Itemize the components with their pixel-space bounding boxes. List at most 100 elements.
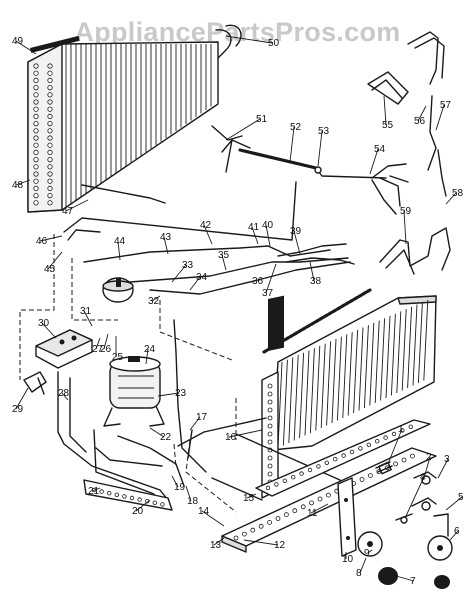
callout-21: 21 bbox=[88, 486, 100, 497]
callout-15: 15 bbox=[243, 493, 255, 504]
leader-line-39 bbox=[293, 230, 301, 255]
leader-line-57 bbox=[435, 104, 445, 131]
leader-line-22 bbox=[149, 427, 165, 438]
leader-line-5 bbox=[445, 496, 463, 511]
watermark: AppliancePartsPros.com bbox=[74, 17, 401, 47]
callout-40: 40 bbox=[262, 220, 274, 231]
leader-line-45 bbox=[47, 251, 63, 270]
callout-50: 50 bbox=[268, 38, 280, 49]
leader-line-52 bbox=[289, 126, 295, 163]
callout-3: 3 bbox=[444, 454, 450, 465]
leader-line-43 bbox=[163, 236, 169, 255]
callout-17: 17 bbox=[196, 412, 208, 423]
callout-27: 27 bbox=[92, 344, 104, 355]
leader-line-18 bbox=[185, 485, 192, 502]
leader-line-1 bbox=[387, 428, 403, 465]
mounting-plate-10 bbox=[337, 477, 357, 557]
leader-line-14 bbox=[201, 510, 225, 527]
leader-line-37 bbox=[265, 263, 277, 294]
callout-20: 20 bbox=[132, 506, 144, 517]
callout-1: 1 bbox=[398, 424, 404, 435]
fan-motor bbox=[102, 277, 134, 303]
callout-28: 28 bbox=[58, 388, 70, 399]
callout-4: 4 bbox=[420, 472, 426, 483]
callout-42: 42 bbox=[200, 220, 212, 231]
callout-41: 41 bbox=[248, 222, 260, 233]
callout-54: 54 bbox=[374, 144, 386, 155]
leader-line-16 bbox=[228, 429, 263, 438]
base-rail-11 bbox=[221, 447, 437, 553]
callout-39: 39 bbox=[290, 226, 302, 237]
leader-line-21 bbox=[91, 487, 101, 492]
leader-line-50 bbox=[225, 35, 273, 44]
base-rail-15 bbox=[255, 419, 431, 497]
leader-line-9 bbox=[367, 549, 373, 554]
leader-line-8 bbox=[359, 557, 367, 574]
side-bracket-16 bbox=[261, 371, 279, 499]
leader-line-12 bbox=[243, 539, 279, 546]
callout-16: 16 bbox=[225, 432, 237, 443]
coil-tubes-59 bbox=[379, 227, 451, 275]
leader-line-35 bbox=[221, 254, 227, 271]
leader-line-51 bbox=[225, 118, 261, 141]
callout-45: 45 bbox=[44, 264, 56, 275]
callout-30: 30 bbox=[38, 318, 50, 329]
evaporator-coil bbox=[262, 288, 437, 451]
discharge-line-24 bbox=[173, 319, 207, 473]
callout-55: 55 bbox=[382, 120, 394, 131]
callout-29: 29 bbox=[12, 404, 24, 415]
refrigerant-lines bbox=[63, 181, 355, 295]
callout-36: 36 bbox=[252, 276, 264, 287]
leader-line-47 bbox=[65, 199, 89, 212]
leader-line-40 bbox=[265, 224, 271, 247]
callout-48: 48 bbox=[12, 180, 24, 191]
callout-14: 14 bbox=[198, 506, 210, 517]
leader-line-55 bbox=[383, 95, 387, 126]
leader-line-4 bbox=[405, 476, 425, 517]
callout-49: 49 bbox=[12, 36, 24, 47]
leader-line-27 bbox=[95, 337, 101, 350]
callout-31: 31 bbox=[80, 306, 92, 317]
callout-47: 47 bbox=[62, 206, 74, 217]
callout-9: 9 bbox=[364, 548, 370, 559]
leader-line-59 bbox=[403, 210, 407, 245]
callout-44: 44 bbox=[114, 236, 126, 247]
compressor bbox=[103, 356, 165, 427]
callout-58: 58 bbox=[452, 188, 464, 199]
leader-line-53 bbox=[317, 130, 323, 167]
leader-line-15 bbox=[246, 493, 257, 499]
callout-5: 5 bbox=[458, 492, 464, 503]
callout-24: 24 bbox=[144, 344, 156, 355]
callout-46: 46 bbox=[36, 236, 48, 247]
suction-line-28 bbox=[57, 371, 169, 501]
leader-line-42 bbox=[203, 224, 213, 245]
leader-line-30 bbox=[41, 322, 57, 339]
callout-56: 56 bbox=[414, 116, 426, 127]
leader-line-58 bbox=[445, 192, 457, 205]
leader-line-33 bbox=[171, 264, 187, 283]
mounting-hardware bbox=[357, 461, 453, 589]
leader-line-32 bbox=[151, 295, 161, 302]
leader-line-46 bbox=[39, 235, 63, 242]
switch-29 bbox=[23, 371, 47, 395]
leader-line-41 bbox=[251, 226, 259, 245]
leader-line-7 bbox=[395, 575, 415, 582]
callout-7: 7 bbox=[410, 576, 416, 587]
tube-22 bbox=[95, 447, 163, 467]
leader-line-24 bbox=[145, 348, 149, 365]
callout-23: 23 bbox=[175, 388, 187, 399]
leader-line-19 bbox=[171, 475, 179, 488]
leader-line-31 bbox=[83, 310, 93, 327]
callout-6: 6 bbox=[454, 526, 460, 537]
leader-line-6 bbox=[449, 530, 459, 541]
tube-18-19 bbox=[117, 435, 185, 487]
callout-38: 38 bbox=[310, 276, 322, 287]
callout-37: 37 bbox=[262, 288, 274, 299]
leader-line-28 bbox=[61, 392, 69, 401]
callout-10: 10 bbox=[342, 554, 354, 565]
callout-11: 11 bbox=[307, 508, 318, 519]
callout-12: 12 bbox=[274, 540, 286, 551]
